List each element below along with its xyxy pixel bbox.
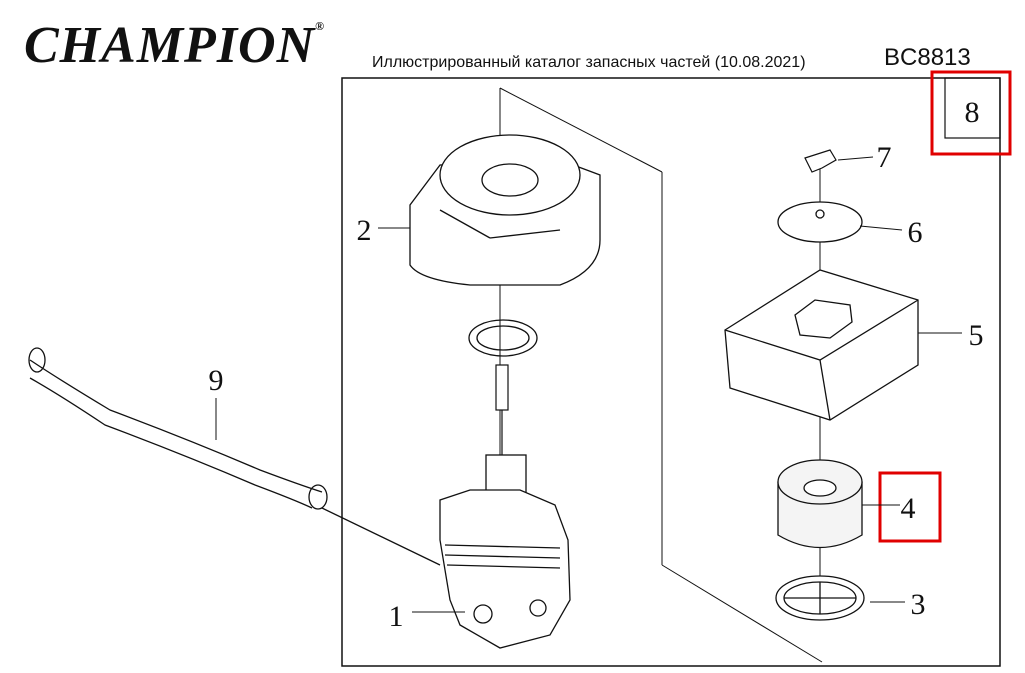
part-threaded-rod: [495, 364, 509, 460]
guide-line: [499, 87, 663, 173]
callout-1: 1: [389, 600, 404, 633]
part-9-hose: [28, 347, 441, 566]
part-2-cover: [409, 134, 601, 286]
part-5-filter-box: [724, 269, 919, 421]
guide-line: [661, 564, 823, 663]
callout-6: 6: [908, 216, 923, 249]
catalog-title: Иллюстрированный каталог запасных частей…: [372, 54, 806, 71]
callout-4-highlight: [878, 471, 942, 543]
part-o-ring: [468, 319, 538, 357]
group-number-box: [944, 77, 1001, 139]
callout-9: 9: [209, 364, 224, 397]
part-7-clip: [804, 149, 837, 173]
brand-name: CHAMPION: [24, 17, 316, 74]
callout-3: 3: [911, 588, 926, 621]
group-number: 8: [965, 96, 980, 129]
model-number: BC8813: [884, 44, 971, 71]
callout-4: 4: [901, 492, 916, 525]
callout-7: 7: [877, 141, 892, 174]
champion-logo: CHAMPION®: [24, 20, 325, 72]
callout-5: 5: [969, 319, 984, 352]
diagram-frame: [341, 77, 1001, 667]
part-4-sponge-filter: [777, 459, 863, 549]
registered-mark: ®: [315, 19, 326, 33]
callout-2: 2: [357, 214, 372, 247]
part-3-filter-holder: [775, 575, 865, 621]
part-6-washer: [777, 201, 863, 243]
leader-lines: [215, 156, 962, 613]
group-number-highlight: [930, 70, 1012, 156]
part-1-housing: [439, 454, 571, 649]
